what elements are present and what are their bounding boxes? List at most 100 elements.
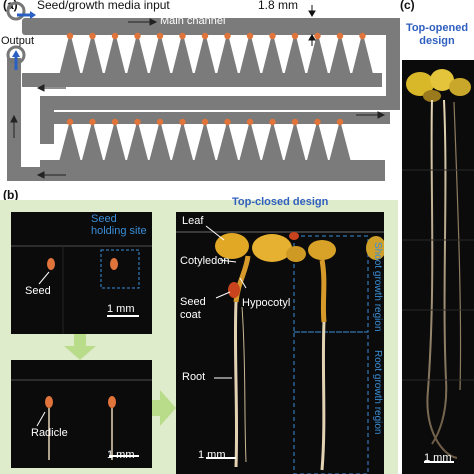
seed-holding-box (100, 249, 140, 289)
growth-chamber (261, 32, 284, 76)
panel-c-photo: 1 mm (402, 60, 474, 474)
arrow-right-icon (30, 11, 36, 19)
growth-chamber (104, 120, 126, 162)
bottom-row-base (40, 160, 385, 170)
seed (47, 258, 55, 270)
seed (291, 118, 299, 126)
seed (246, 32, 254, 40)
root-label: Root (182, 371, 206, 383)
seed (314, 32, 321, 40)
channel-diagram (6, 1, 400, 181)
growth-chamber (81, 120, 104, 162)
seed (359, 32, 366, 40)
seed (108, 396, 116, 408)
growth-chamber (306, 32, 329, 76)
growth-chamber (171, 120, 194, 162)
growth-chamber (194, 120, 216, 162)
seed-input-label: Seed/growth media input (37, 0, 170, 12)
return-channel (40, 96, 400, 110)
bottom-channel (7, 167, 385, 181)
seed (201, 118, 209, 126)
leaf (406, 72, 434, 96)
growth-chamber (329, 32, 351, 76)
main-channel (22, 18, 400, 35)
growth-chamber (126, 32, 149, 76)
growth-chamber (284, 120, 306, 162)
seed (269, 32, 276, 40)
top-row-growth-chambers (59, 32, 374, 76)
scale-label: 1 mm (107, 449, 135, 461)
root (426, 99, 458, 459)
right-connector (386, 18, 400, 110)
seed (156, 118, 164, 126)
seed (224, 118, 231, 126)
seed-photo: Seed holding site Seed 1 mm (11, 212, 152, 334)
panel-c-letter: (c) (400, 0, 415, 12)
seed (45, 396, 53, 408)
scale-label: 1 mm (107, 303, 135, 315)
seed (134, 32, 141, 40)
growth-chamber (81, 32, 104, 76)
seed-coat (228, 282, 240, 298)
seed (66, 118, 74, 126)
seed (336, 118, 344, 126)
seed (179, 118, 186, 126)
growth-chamber (284, 32, 306, 76)
seed (246, 118, 254, 126)
hypocotyl (233, 255, 251, 303)
seed-holding-label: Seed holding site (91, 213, 147, 237)
top-closed-title: Top-closed design (232, 196, 329, 208)
top-row-seeds (66, 32, 366, 40)
seedling-photo: Leaf Cotyledon Seed coat Hypocotyl Root … (176, 212, 384, 474)
seed (111, 118, 119, 126)
seed (201, 32, 209, 40)
seed-label: Seed (25, 285, 51, 297)
growth-chamber (149, 32, 171, 76)
growth-chamber (216, 120, 239, 162)
seed (336, 32, 344, 40)
seed (66, 32, 74, 40)
main-channel-label: Main channel (160, 15, 226, 27)
leaf-label: Leaf (182, 215, 204, 227)
seed (269, 118, 276, 126)
seed (179, 32, 186, 40)
radicle-label: Radicle (31, 427, 68, 439)
growth-chamber (59, 120, 81, 162)
seed-coat-label: Seed coat (180, 296, 206, 322)
shoot-region-label: Shoot growth region (372, 242, 383, 332)
top-opened-title: Top-opened design (405, 22, 469, 48)
root-growth-region (293, 331, 369, 474)
dimension-label: 1.8 mm (258, 0, 299, 12)
growth-chamber (216, 32, 239, 76)
growth-chamber (351, 32, 374, 76)
growth-chamber (329, 120, 351, 162)
bottom-row-seeds (66, 118, 344, 126)
seed (89, 32, 96, 40)
panel-b-letter: (b) (3, 188, 19, 202)
lower-channel-top (40, 112, 390, 124)
growth-chamber (104, 32, 126, 76)
seed (291, 32, 299, 40)
seed (111, 32, 119, 40)
growth-chamber (261, 120, 284, 162)
cotyledon-label: Cotyledon (180, 255, 230, 267)
growth-chamber (171, 32, 194, 76)
arrow-up-icon (12, 50, 20, 57)
seed (224, 32, 231, 40)
top-row-base (22, 73, 382, 87)
seed (134, 118, 141, 126)
growth-chamber (306, 120, 329, 162)
seed (110, 258, 118, 270)
output-label: Output (1, 35, 35, 47)
scale-label: 1 mm (198, 449, 226, 461)
growth-chamber (126, 120, 149, 162)
growth-chamber (149, 120, 171, 162)
seed (314, 118, 321, 126)
input-port-icon (6, 1, 26, 21)
growth-chamber (239, 120, 261, 162)
root-region-label: Root growth region (372, 350, 383, 435)
seed (89, 118, 96, 126)
radicle-photo: Radicle 1 mm (11, 360, 152, 468)
hypocotyl-label: Hypocotyl (242, 297, 291, 309)
growth-chamber (239, 32, 261, 76)
